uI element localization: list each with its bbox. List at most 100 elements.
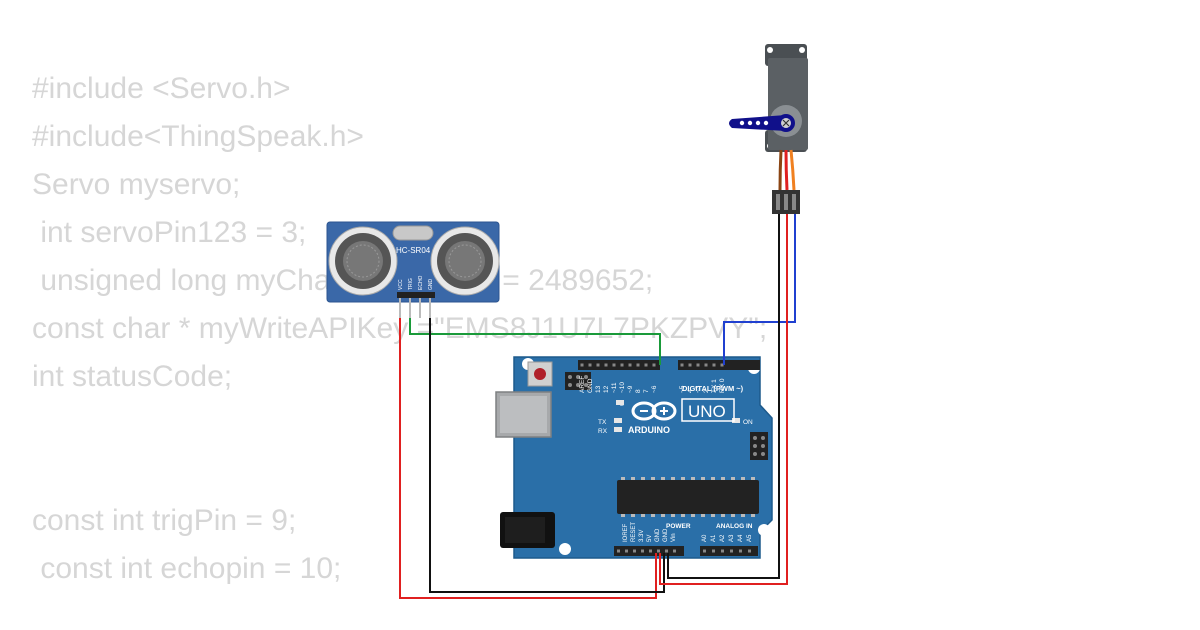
led-rx-label: RX — [598, 428, 608, 435]
servo-horn — [729, 114, 795, 132]
code-line-3: Servo myservo; — [32, 168, 241, 201]
digital-pin-label: ~11 — [611, 382, 618, 393]
power-header-label: POWER — [666, 523, 691, 530]
digital-pin-hole — [628, 363, 632, 367]
wire-black-sensor-gnd — [429, 318, 665, 593]
digital-pin-hole — [696, 363, 700, 367]
digital-pin-hole — [596, 363, 600, 367]
code-line-7: int statusCode; — [32, 360, 233, 393]
wire-red-sensor-vcc — [399, 318, 657, 599]
digital-header-label: DIGITAL (PWM ~) — [682, 384, 744, 393]
transducer-left — [328, 226, 398, 296]
digital-pin-hole — [652, 363, 656, 367]
analog-pin-hole — [748, 549, 751, 553]
digital-pin-label: 2 — [703, 389, 710, 393]
analog-pin-label: A1 — [711, 534, 717, 542]
power-pin-label: GND — [655, 528, 661, 542]
mounting-hole — [559, 543, 571, 555]
analog-pin-hole — [721, 549, 724, 553]
code-line-11: const int echopin = 10; — [32, 552, 342, 585]
led-on — [732, 418, 740, 423]
digital-header-left — [578, 360, 660, 370]
wire-black-servo-gnd — [667, 214, 780, 579]
digital-pin-label: 13 — [595, 385, 602, 393]
analog-pin-label: A4 — [738, 534, 744, 542]
digital-pin-hole — [688, 363, 692, 367]
sensor-pins — [397, 292, 435, 318]
digital-pin-label: 8 — [635, 389, 642, 393]
sensor-pin-label: VCC — [398, 279, 404, 290]
digital-pin-label: 12 — [603, 385, 610, 393]
digital-header-right — [678, 360, 760, 370]
digital-pin-hole — [680, 363, 684, 367]
digital-pin-label: TX 1 — [711, 379, 718, 393]
power-pin-hole — [649, 549, 652, 553]
digital-pin-label: AREF — [579, 376, 586, 393]
analog-pin-label: A3 — [729, 534, 735, 542]
analog-pin-hole — [730, 549, 733, 553]
icsp-header-right — [750, 432, 768, 460]
analog-header-label: ANALOG IN — [716, 523, 753, 530]
transducer-right — [430, 226, 500, 296]
digital-pin-hole — [580, 363, 584, 367]
power-pin-hole — [633, 549, 636, 553]
power-pin-label: Vin — [671, 533, 677, 542]
power-pin-hole — [665, 549, 668, 553]
digital-pin-hole — [644, 363, 648, 367]
board-model: UNO — [688, 402, 726, 421]
digital-pin-label: ~9 — [627, 385, 634, 393]
digital-pin-label: 7 — [643, 389, 650, 393]
led-tx-label: TX — [598, 419, 607, 426]
code-line-1: #include <Servo.h> — [32, 72, 291, 105]
sensor-pin-label: ECHO — [418, 275, 424, 290]
led-l — [616, 400, 624, 405]
digital-pin-label: RX 0 — [719, 378, 726, 393]
arduino-logo-icon — [631, 401, 677, 421]
icsp-header — [565, 372, 591, 390]
digital-pin-hole — [620, 363, 624, 367]
uno-badge — [681, 398, 735, 422]
digital-pin-label: ~10 — [619, 382, 626, 393]
led-on-label: ON — [743, 419, 753, 426]
power-pin-label: GND — [663, 528, 669, 542]
power-pin-label: IOREF — [623, 523, 629, 542]
power-pin-label: 5V — [647, 535, 653, 542]
digital-pin-hole — [712, 363, 716, 367]
analog-pin-label: A5 — [747, 534, 753, 542]
servo-motor — [729, 44, 808, 214]
sensor-model-label: HC-SR04 — [396, 246, 431, 255]
power-pin-hole — [641, 549, 644, 553]
board-brand: ARDUINO — [628, 425, 670, 435]
analog-pin-hole — [703, 549, 706, 553]
digital-pin-label: GND — [587, 378, 594, 393]
digital-pin-hole — [604, 363, 608, 367]
analog-header — [700, 546, 758, 556]
digital-pin-hole — [636, 363, 640, 367]
digital-pin-label: ~6 — [651, 385, 658, 393]
digital-pin-hole — [704, 363, 708, 367]
power-pin-label: 3.3V — [639, 530, 645, 542]
sensor-pin-label: GND — [428, 279, 434, 291]
wire-green-trig — [409, 318, 661, 365]
code-line-4: int servoPin123 = 3; — [32, 216, 307, 249]
code-line-6: const char * myWriteAPIKey ="EMS8J1U7L7P… — [32, 312, 768, 345]
power-pin-hole — [625, 549, 628, 553]
code-line-2: #include<ThingSpeak.h> — [32, 120, 364, 153]
digital-pin-label: ~5 — [679, 385, 686, 393]
led-tx — [614, 418, 622, 423]
digital-pin-label: ~3 — [695, 385, 702, 393]
digital-pin-hole — [612, 363, 616, 367]
analog-pin-label: A0 — [702, 534, 708, 542]
power-pin-label: RESET — [631, 522, 637, 542]
power-pin-hole — [657, 549, 660, 553]
mounting-hole — [758, 524, 770, 536]
digital-pin-hole — [720, 363, 724, 367]
wire-blue-servo-signal — [723, 214, 796, 365]
analog-pin-hole — [712, 549, 715, 553]
wire-red-servo-vcc — [659, 214, 788, 585]
crystal-oscillator — [392, 225, 434, 241]
